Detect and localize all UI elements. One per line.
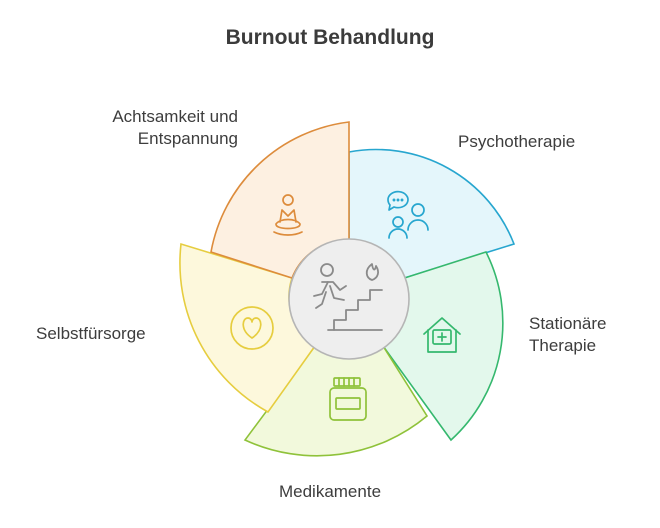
label-medikamente: Medikamente <box>278 482 382 501</box>
center-circle <box>288 238 410 360</box>
people-chat-icon <box>387 190 429 239</box>
label-psychotherapie: Psychotherapie <box>458 132 576 151</box>
page-title: Burnout Behandlung <box>225 26 435 49</box>
heart-icon <box>230 306 274 350</box>
hospital-icon <box>423 317 461 353</box>
label-achtsamkeit: Achtsamkeit und Entspannung <box>112 107 238 148</box>
label-selbstfuersorge: Selbstfürsorge <box>36 324 146 343</box>
meditation-icon <box>273 194 303 236</box>
label-stationaere-therapie: Stationäre Therapie <box>529 314 607 355</box>
climbing-stairs-icon <box>313 263 383 331</box>
medicine-jar-icon <box>329 377 367 421</box>
